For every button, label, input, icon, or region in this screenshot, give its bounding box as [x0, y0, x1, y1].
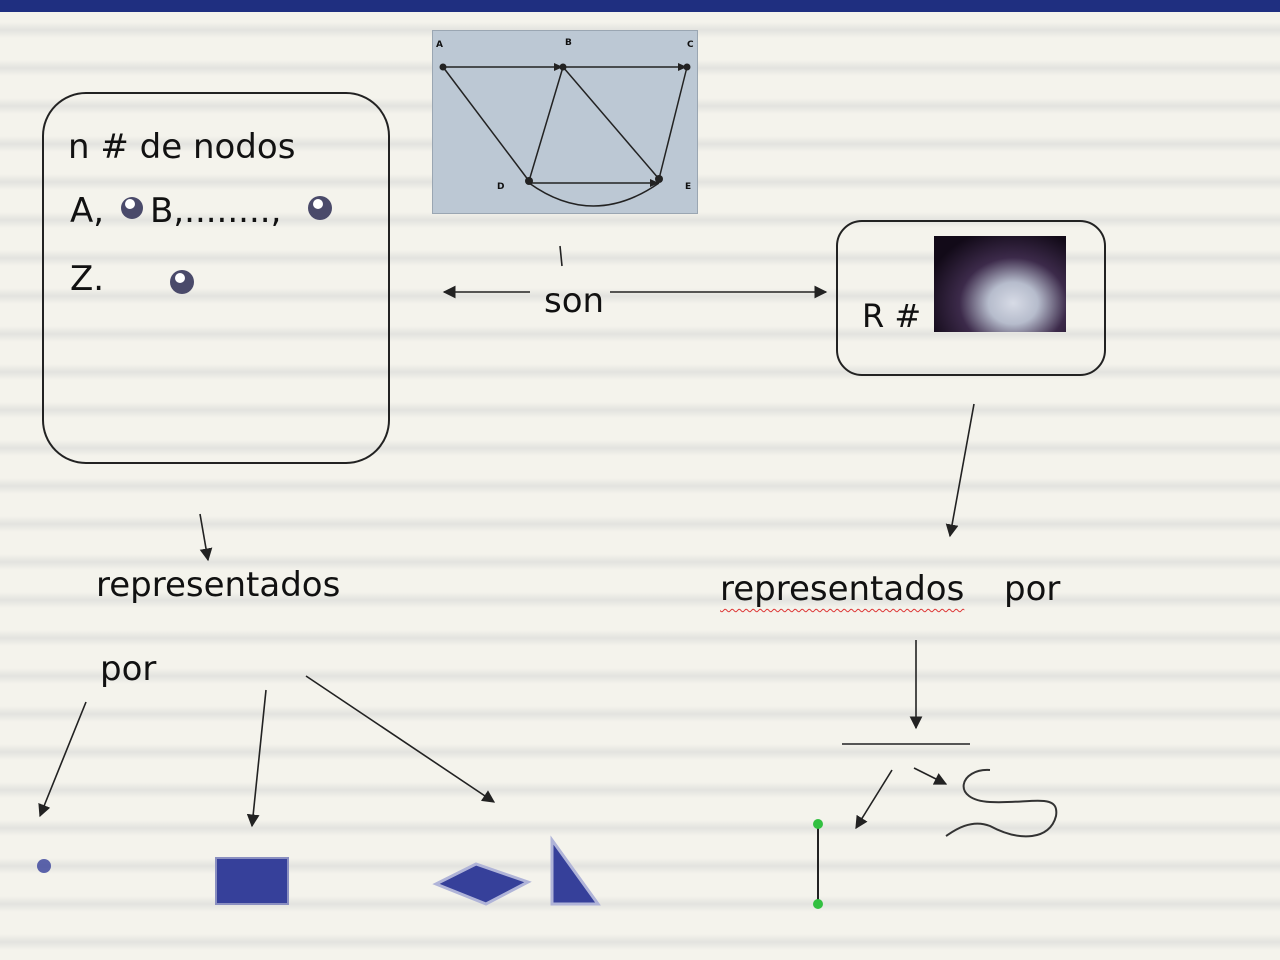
segment-end-top: [813, 819, 823, 829]
top-bar: [0, 0, 1280, 12]
arrow-to-curve: [913, 767, 948, 785]
represented-label-left: representados: [96, 565, 341, 605]
arrow-d-e: [650, 179, 659, 187]
vertex-label-c: C: [687, 40, 694, 50]
vertex-label-a: A: [436, 40, 443, 50]
edge-d-e-curve: [528, 182, 660, 207]
vertex-label-e: E: [685, 182, 691, 192]
rhombus-shape: [432, 862, 532, 906]
point-shape: [37, 859, 51, 873]
arrow-a-b: [554, 63, 563, 71]
photo-thumbnail: [934, 236, 1066, 332]
edge-a-d: [442, 66, 530, 182]
arrow-to-segment: [855, 769, 893, 830]
vertex-b: [559, 63, 567, 71]
node-dot-1-highlight: [125, 199, 135, 209]
represented-label-right: representados: [720, 569, 965, 609]
edge-b-d: [528, 66, 564, 182]
vertex-a: [439, 63, 447, 71]
nodes-list-end: Z.: [70, 259, 105, 299]
arrow-to-plane: [305, 675, 496, 803]
arrow-to-point: [38, 701, 87, 818]
nodes-list-middle: B,........,: [150, 191, 282, 231]
edge-b-e: [562, 66, 660, 180]
graph-figure: A B C D E: [432, 30, 698, 214]
nodes-count-label: n # de nodos: [68, 127, 296, 167]
arrow-nodes-down: [199, 513, 213, 562]
node-dot-2-highlight: [313, 199, 323, 209]
vertex-label-b: B: [565, 38, 572, 48]
triangle-shape: [550, 835, 601, 906]
son-label: son: [544, 281, 605, 321]
edges-box: [836, 220, 1106, 376]
arrow-to-rectangle: [246, 689, 267, 828]
edges-count-label: R #: [862, 297, 922, 335]
arrow-edges-down: [945, 403, 975, 538]
graph-drawing: A B C D E: [436, 38, 694, 207]
vertex-c: [683, 63, 691, 71]
segment-end-bottom: [813, 899, 823, 909]
vertex-label-d: D: [497, 182, 504, 192]
vertex-e: [655, 175, 663, 183]
nodes-box: [42, 92, 390, 464]
rectangle-shape: [215, 857, 289, 905]
arrow-b-c: [678, 63, 687, 71]
nodes-list-start: A,: [70, 191, 105, 231]
por-label-right: por: [1004, 569, 1061, 609]
tick-mark: [559, 245, 563, 267]
node-dot-3-highlight: [175, 273, 185, 283]
edge-c-e: [658, 66, 688, 180]
vertex-d: [525, 177, 533, 185]
por-label-left: por: [100, 649, 157, 689]
curve-shape: [945, 768, 1058, 838]
